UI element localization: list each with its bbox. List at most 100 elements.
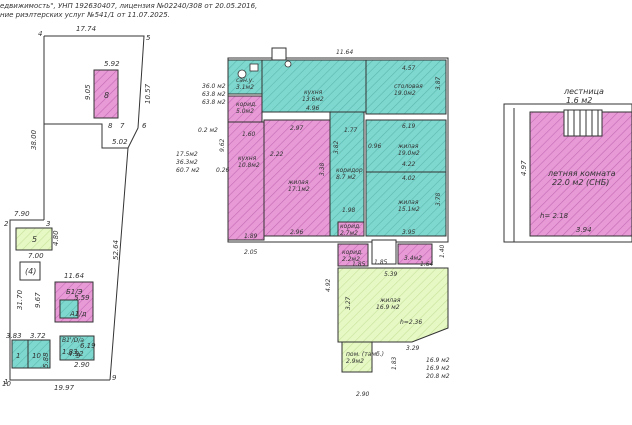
room-area-living-a: 17.1м2: [288, 186, 310, 193]
wall-dim-8: 3.78: [435, 192, 442, 206]
site-point-4: 4: [38, 30, 42, 38]
label-b1e: Б1/Э: [66, 288, 83, 296]
site-point-8: 8: [108, 122, 113, 130]
room-name-bath: сан.у.: [236, 77, 254, 84]
wall-dim-10: 2.96: [290, 229, 304, 236]
fp-side-a: 17.5м2: [176, 151, 198, 158]
site-point-5: 5: [146, 34, 151, 42]
site-dim-559: 5.59: [74, 294, 90, 302]
attic-labels: лестница 1.6 м2 летняя комната 22.0 м2 (…: [520, 87, 616, 234]
room-name-corridor-c: корид.: [340, 223, 361, 230]
fp-d-183: 1.83: [391, 356, 398, 370]
room-name-corridor-d: корид.: [342, 249, 363, 256]
fp-d-205: 2.05: [244, 249, 258, 256]
building-5: [15, 227, 53, 251]
wall-dim-20: 1.40: [439, 244, 446, 258]
sink-icon: [249, 63, 259, 72]
label-b1p: B1'/D/a: [62, 337, 84, 344]
room-name-kitchen-b: кухня: [238, 155, 257, 162]
room-corridor-c: [337, 221, 365, 237]
fp-d-026: 0.26: [216, 167, 230, 174]
label-g9: 9: [76, 352, 81, 360]
toilet-icon: [237, 69, 247, 79]
fp-sum-c: 20.8 м2: [426, 373, 450, 380]
room-area-corridor-a: 8.7 м2: [336, 174, 356, 181]
room-name-dining: столовая: [394, 83, 423, 90]
site-point-9: 9: [112, 374, 117, 382]
fp-area-b: 63.8 м2: [202, 91, 226, 98]
fp-chimney: [271, 47, 287, 61]
wall-dim-12: 1.85: [374, 259, 388, 266]
room-extension: [337, 267, 449, 343]
attic-d-394: 3.94: [576, 226, 592, 234]
fp-dim-top: 11.64: [336, 49, 353, 56]
wall-dim-17: 1.60: [242, 131, 256, 138]
room-area-corridor-d: 2.2м2: [342, 256, 360, 263]
fp-sum-b: 16.9 м2: [426, 365, 450, 372]
room-area-living-b: 19.0м2: [398, 150, 420, 157]
wall-dim-11: 1.89: [244, 233, 258, 240]
site-dim-383: 3.83: [6, 332, 22, 340]
fp-d-02: 0.2 м2: [198, 127, 218, 134]
label-g10: 10: [32, 352, 41, 360]
site-dim-house-w: 11.64: [64, 272, 84, 280]
shed-b1: [59, 335, 95, 361]
site-dim-372: 3.72: [30, 332, 46, 340]
label-a1d: А1/д: [69, 310, 87, 318]
fp-d-329: 3.29: [406, 345, 420, 352]
room-name-extension: жилая: [379, 297, 401, 304]
fp-d-290: 2.90: [356, 391, 370, 398]
room-vestibule: [341, 341, 373, 373]
site-point-10: 10: [2, 380, 11, 388]
header-line-2: ние риэлтерских услуг №541/1 от 11.07.20…: [0, 11, 170, 19]
room-area-kitchen-b: 10.8м2: [238, 162, 260, 169]
room-name-living-c: жилая: [397, 199, 419, 206]
label-b4: (4): [25, 267, 36, 276]
wall-dim-21: 1.64: [420, 261, 434, 268]
house-annex: [59, 299, 79, 319]
wall-dim-2: 4.96: [306, 105, 320, 112]
fp-area-c: 63.8 м2: [202, 99, 226, 106]
room-area-kitchen-a: 13.6м2: [302, 96, 324, 103]
fp-sum-a: 16.9 м2: [426, 357, 450, 364]
site-dim-right-long: 52.64: [112, 240, 120, 260]
room-name-corridor-b: корид.: [236, 101, 257, 108]
room-name-living-a: жилая: [287, 179, 309, 186]
room-living-a: [263, 119, 331, 237]
building-8: [93, 69, 119, 119]
attic-height: h= 2.18: [540, 212, 569, 220]
site-lower-boundary: [9, 219, 110, 381]
room-name-corridor-a: коридор: [336, 167, 363, 174]
wall-dim-4: 3.87: [435, 76, 442, 90]
site-dim-left-lower: 31.70: [16, 289, 24, 310]
room-small: [397, 243, 433, 265]
site-dim-top: 17.74: [76, 25, 96, 33]
site-dim-588: 5.88: [42, 352, 50, 368]
stove-icon: [284, 60, 292, 68]
room-area-small: 3.4м2: [404, 255, 422, 262]
floor-plan-fixtures: [237, 60, 292, 79]
garage-10: [27, 339, 51, 369]
room-name-kitchen-a: кухня: [304, 89, 323, 96]
fp-d-539: 5.39: [384, 271, 398, 278]
fp-area-a: 36.0 м2: [202, 83, 226, 90]
room-living-c: [365, 171, 447, 237]
site-plan-labels: 17.74 38.00 5.02 52.64 19.97 31.70 7.90 …: [2, 25, 152, 392]
room-area-corridor-c: 2.7м2: [340, 230, 358, 237]
wall-dim-15: 1.77: [344, 127, 358, 134]
fp-side-b: 36.3м2: [176, 159, 198, 166]
site-dim-290: 2.90: [74, 361, 90, 369]
label-b5: 5: [32, 235, 37, 244]
site-right-edge-lower: [109, 147, 129, 381]
building-4: [19, 261, 41, 281]
floor-plan: [227, 47, 449, 373]
site-point-6: 6: [142, 122, 147, 130]
attic-stairs-area: 1.6 м2: [566, 96, 592, 105]
label-b8: 8: [104, 91, 109, 100]
wall-dim-6: 4.22: [402, 161, 416, 168]
header-line-1: едвижимость", УНП 192630407, лицензия №0…: [0, 2, 258, 10]
attic-plan: [503, 103, 632, 243]
wall-dim-19: 3.38: [319, 162, 326, 176]
wall-dim-7: 4.02: [402, 175, 416, 182]
